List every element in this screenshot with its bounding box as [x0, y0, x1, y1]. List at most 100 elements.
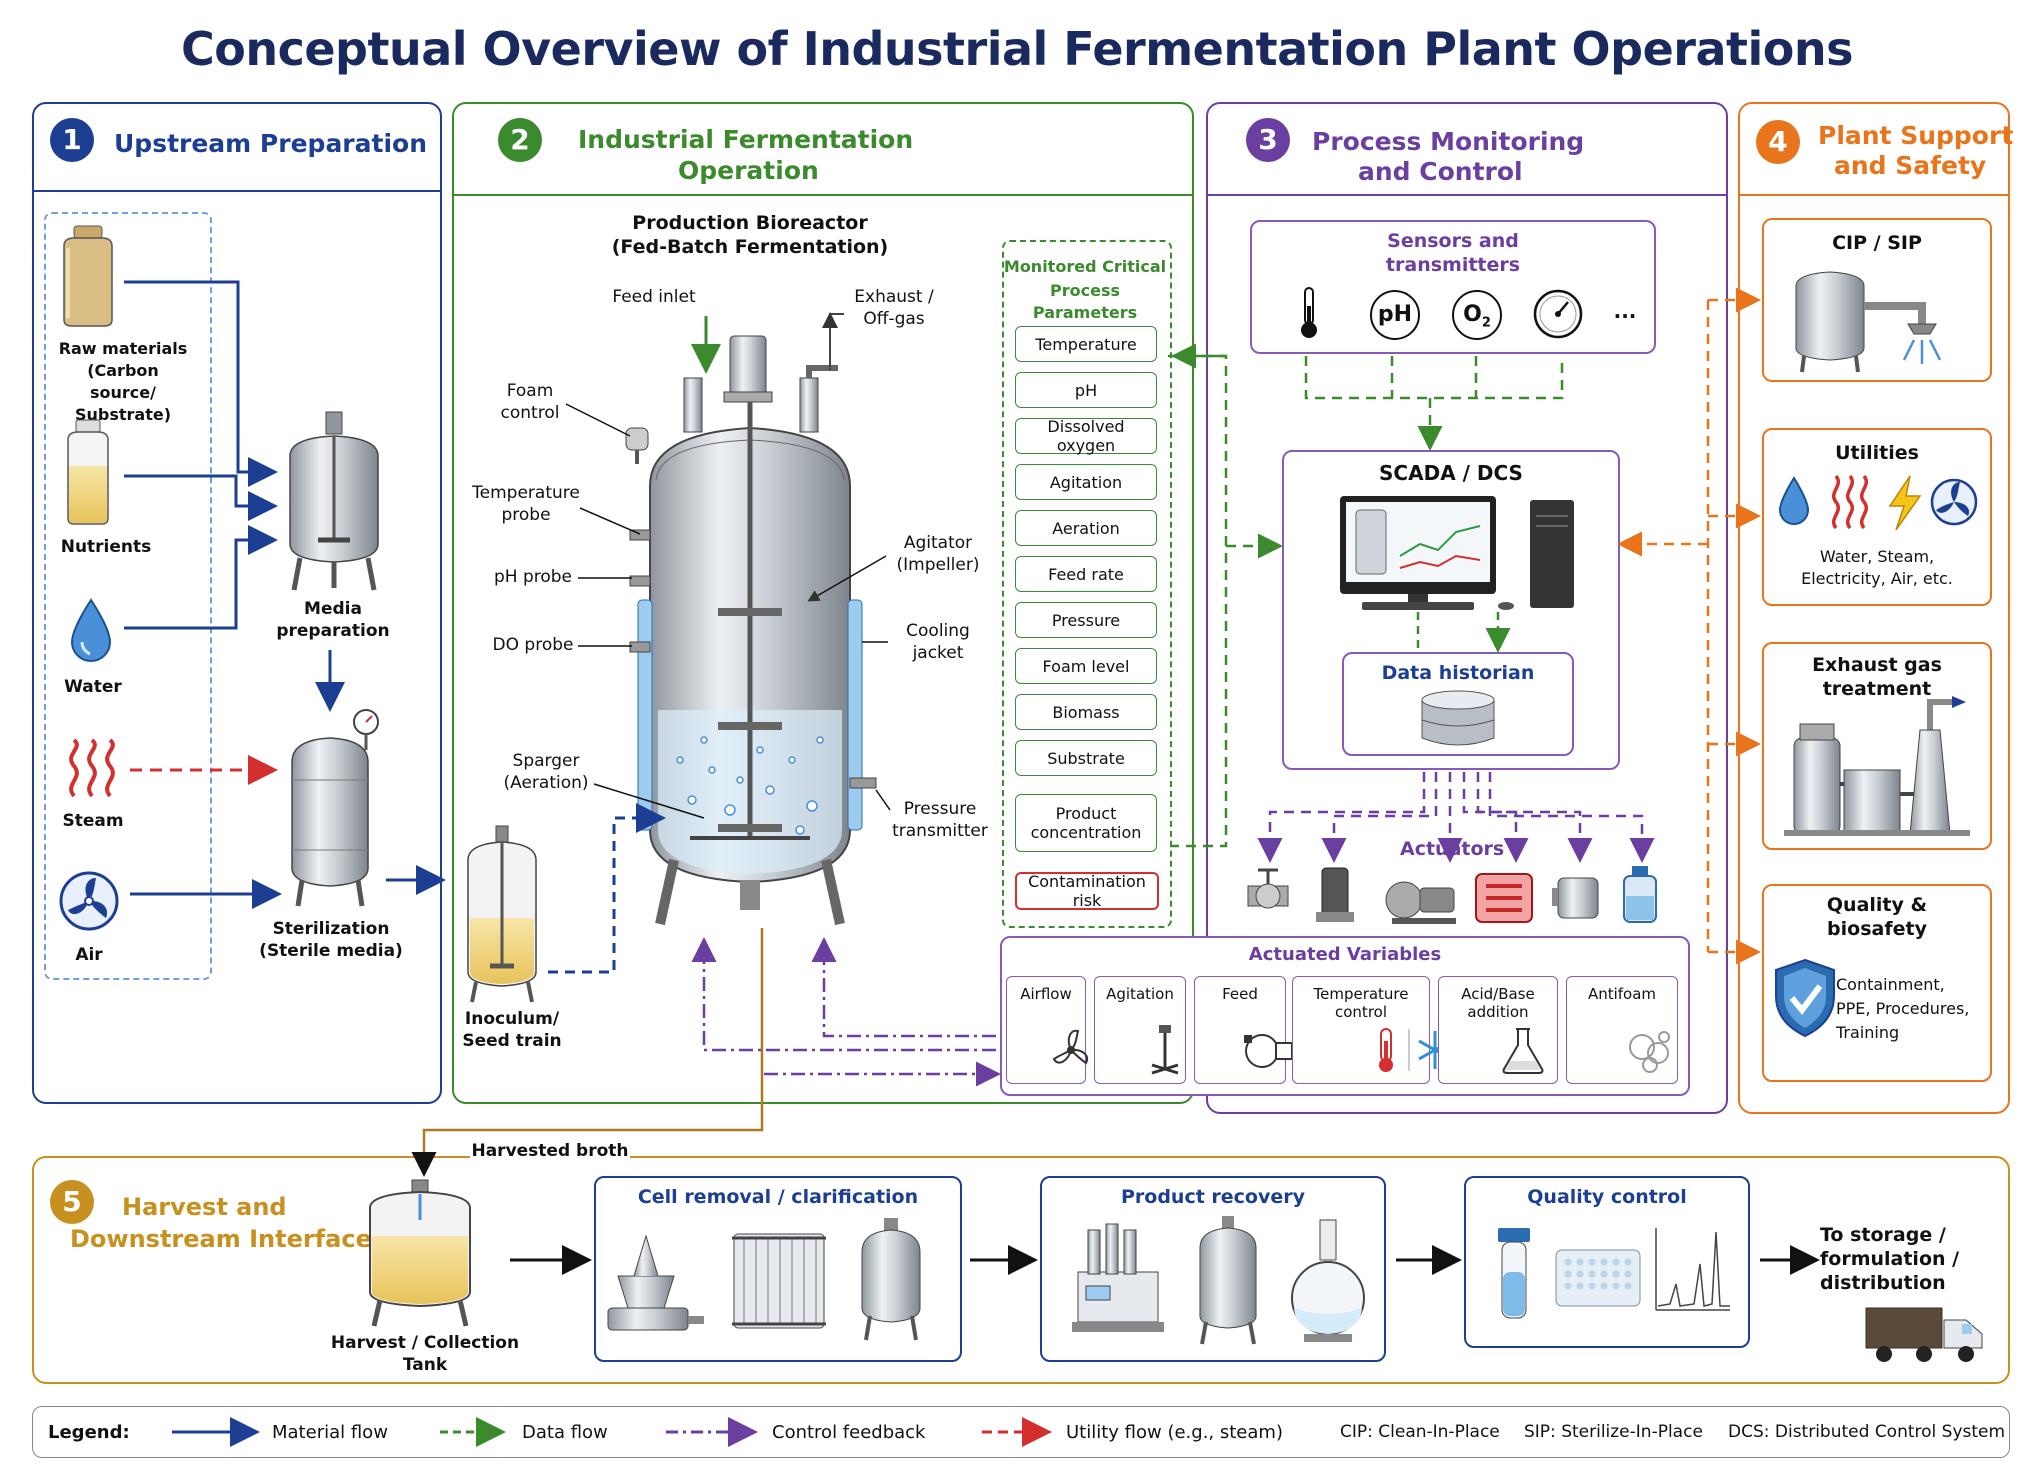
pressure-gauge-sensor-icon [1533, 289, 1583, 339]
filter-press-icon [732, 1233, 826, 1329]
parameter-product-line2: concentration [1030, 823, 1142, 842]
foam-control-label-line2: control [500, 403, 560, 423]
actuated-variable-label-line1: Acid/Base [1461, 985, 1535, 1003]
storage-label-line2: formulation / [1820, 1248, 1960, 1270]
motor-actuator-icon [1385, 881, 1456, 924]
panel5-title-line2: Downstream Interface [70, 1225, 372, 1253]
actuated-variable-airflow: Airflow [1006, 976, 1088, 1084]
reagent-bottle-actuator-icon [1623, 866, 1657, 923]
sterilization-vessel-icon [291, 709, 379, 907]
chromatogram-icon [1655, 1228, 1730, 1311]
sample-vial-icon [1498, 1228, 1530, 1319]
legend-dcs-definition: DCS: Distributed Control System [1728, 1422, 2006, 1442]
exhaust-label-line2: Off-gas [863, 309, 925, 329]
database-icon [1421, 690, 1495, 746]
sensors-title-line2: transmitters [1385, 254, 1521, 276]
legend-sip-definition: SIP: Sterilize-In-Place [1524, 1422, 1703, 1442]
shield-check-icon [1775, 958, 1835, 1038]
inoculum-label-line2: Seed train [462, 1031, 562, 1051]
harvested-broth-label: Harvested broth [470, 1140, 630, 1162]
raw-materials-label: Raw materials (Carbon source/ Substrate) [58, 339, 188, 424]
monitored-parameters-title-line1: Monitored Critical [1003, 257, 1167, 276]
storage-label-line1: To storage / [1820, 1224, 1946, 1246]
legend-data-flow: Data flow [522, 1422, 608, 1443]
parameter-temperature: Temperature [1015, 326, 1157, 362]
delivery-truck-icon [1865, 1307, 1983, 1362]
bioreactor-title-line1: Production Bioreactor [632, 212, 868, 234]
actuated-variable-label-line1: Agitation [1106, 985, 1174, 1003]
actuated-variable-feed: Feed [1194, 976, 1293, 1084]
monitored-parameters-title-line2: Process Parameters [1032, 281, 1138, 322]
microplate-icon [1555, 1249, 1641, 1307]
actuated-variable-label-line2: control [1335, 1003, 1387, 1021]
cip-sip-box [1762, 218, 1992, 382]
harvest-tank-label-line2: Tank [402, 1355, 448, 1375]
step-number-3: 3 [1246, 118, 1290, 162]
parameter-substrate: Substrate [1015, 740, 1157, 776]
holding-tank-icon [861, 1218, 921, 1341]
sensors-more-indicator: ... [1613, 299, 1637, 323]
parameter-product-line1: Product [1055, 804, 1117, 823]
raw-inputs-group [44, 212, 212, 980]
ph-probe-label: pH probe [493, 567, 573, 587]
actuated-variable-agitation: Agitation [1094, 976, 1186, 1084]
parameter-foam-level: Foam level [1015, 648, 1157, 684]
actuated-variable-label-line1: Airflow [1020, 985, 1072, 1003]
cip-sip-equipment-icon [1795, 271, 1942, 373]
panel2-divider [452, 194, 1194, 196]
actuated-variable-label-line2: addition [1467, 1003, 1529, 1021]
step-number-5: 5 [50, 1180, 94, 1224]
step-number-2: 2 [498, 118, 542, 162]
legend-utility-flow: Utility flow (e.g., steam) [1066, 1422, 1283, 1443]
utilities-desc-line1: Water, Steam, [1819, 547, 1935, 566]
water-label: Water [64, 677, 122, 697]
sensors-transmitters-box [1250, 220, 1656, 354]
panel4-title-line2: and Safety [1834, 151, 1987, 180]
parameter-aeration: Aeration [1015, 510, 1157, 546]
sparger-label-line1: Sparger [512, 751, 580, 771]
ph-sensor-icon: pH [1370, 290, 1420, 340]
step-number-1: 1 [50, 118, 94, 162]
production-bioreactor-icon [629, 335, 877, 926]
quality-biosafety-desc-line3: Training [1836, 1023, 1900, 1042]
panel4-title-line1: Plant Support [1818, 121, 2014, 150]
water-utility-icon [1778, 476, 1810, 525]
thermometer-sensor-icon [1301, 287, 1317, 338]
panel3-title-line1: Process Monitoring [1312, 127, 1585, 156]
actuated-variable-antifoam: Antifoam [1566, 976, 1678, 1084]
storage-label-line3: distribution [1820, 1272, 1946, 1294]
feed-inlet-label: Feed inlet [612, 287, 696, 307]
panel5-title-line1: Harvest and [122, 1193, 287, 1221]
product-recovery-title: Product recovery [1120, 1186, 1306, 1208]
scada-workstation-icon [1340, 496, 1574, 610]
media-preparation-label: Media preparation [276, 599, 390, 641]
media-preparation-vessel-icon [289, 411, 379, 591]
steam-utility-icon [1832, 474, 1868, 530]
cell-removal-equipment-icons [607, 1218, 921, 1341]
recovery-tank-icon [1199, 1216, 1257, 1345]
cooling-jacket-label-line2: jacket [912, 643, 964, 663]
panel2-title-line1: Industrial Fermentation [578, 125, 914, 154]
actuated-variable-label-line1: Antifoam [1587, 985, 1657, 1003]
steam-label: Steam [62, 811, 124, 831]
monitored-parameters-group [1002, 240, 1172, 928]
cooling-jacket-label-line1: Cooling [906, 621, 970, 641]
quality-biosafety-desc-line2: PPE, Procedures, [1836, 999, 1970, 1018]
heater-actuator-icon [1475, 873, 1533, 923]
actuated-variable-label-line1: Temperature [1313, 985, 1409, 1003]
centrifuge-icon [607, 1234, 704, 1331]
air-label: Air [75, 945, 103, 965]
parameter-product-concentration: Product concentration [1015, 794, 1157, 852]
raw-materials-icon [63, 225, 113, 327]
harvest-tank-label-line1: Harvest / Collection [330, 1333, 520, 1353]
water-drop-icon [70, 598, 112, 662]
sparger-label-line2: (Aeration) [503, 773, 589, 793]
quality-biosafety-title-line2: biosafety [1827, 918, 1927, 940]
page-title: Conceptual Overview of Industrial Fermen… [180, 22, 1854, 76]
product-recovery-equipment-icons [1072, 1216, 1365, 1345]
inoculum-label-line1: Inoculum/ [464, 1009, 560, 1029]
quality-control-icons [1498, 1228, 1730, 1319]
